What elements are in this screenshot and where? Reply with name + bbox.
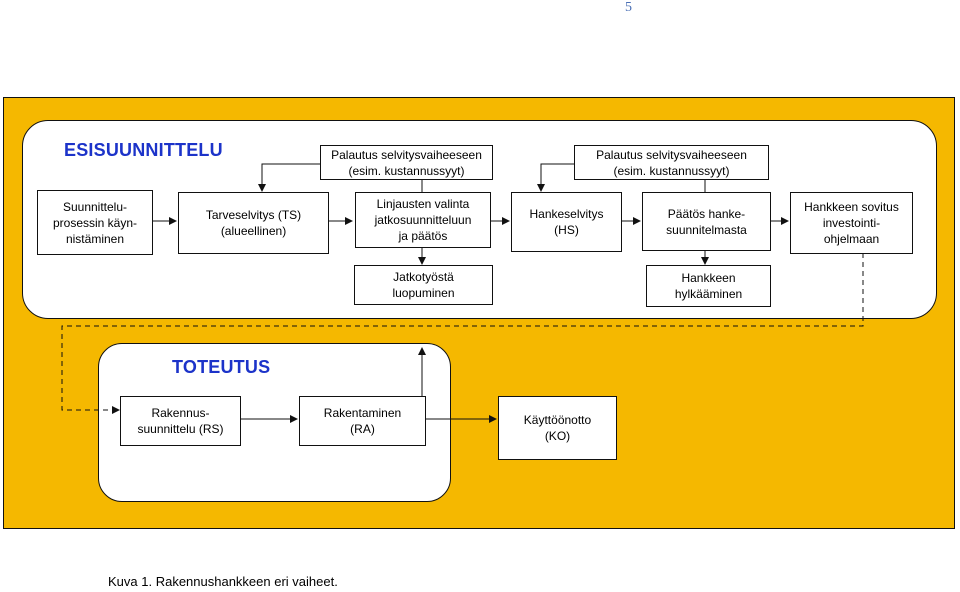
box-hylkaaminen: Hankkeen hylkääminen bbox=[646, 265, 771, 307]
box-paatos: Päätös hanke- suunnitelmasta bbox=[642, 192, 771, 251]
dashed-link bbox=[61, 253, 864, 411]
implementation-title: TOTEUTUS bbox=[172, 357, 271, 377]
box-hs: Hankeselvitys (HS) bbox=[511, 192, 622, 252]
box-return-2: Palautus selvitysvaiheeseen (esim. kusta… bbox=[574, 145, 769, 180]
box-linjaus: Linjausten valinta jatkosuunnitteluun ja… bbox=[355, 192, 491, 248]
box-ts: Tarveselvitys (TS) (alueellinen) bbox=[178, 192, 329, 254]
pre-design-title: ESISUUNNITTELU bbox=[64, 140, 223, 160]
figure-caption: Kuva 1. Rakennushankkeen eri vaiheet. bbox=[108, 574, 338, 589]
box-ra: Rakentaminen (RA) bbox=[299, 396, 426, 446]
box-luopuminen: Jatkotyöstä luopuminen bbox=[354, 265, 493, 305]
box-sovitus: Hankkeen sovitus investointi- ohjelmaan bbox=[790, 192, 913, 254]
box-ko: Käyttöönotto (KO) bbox=[498, 396, 617, 460]
box-return-1: Palautus selvitysvaiheeseen (esim. kusta… bbox=[320, 145, 493, 180]
page-number: 5 bbox=[625, 0, 632, 15]
box-rs: Rakennus- suunnittelu (RS) bbox=[120, 396, 241, 446]
box-start: Suunnittelu- prosessin käyn- nistäminen bbox=[37, 190, 153, 255]
